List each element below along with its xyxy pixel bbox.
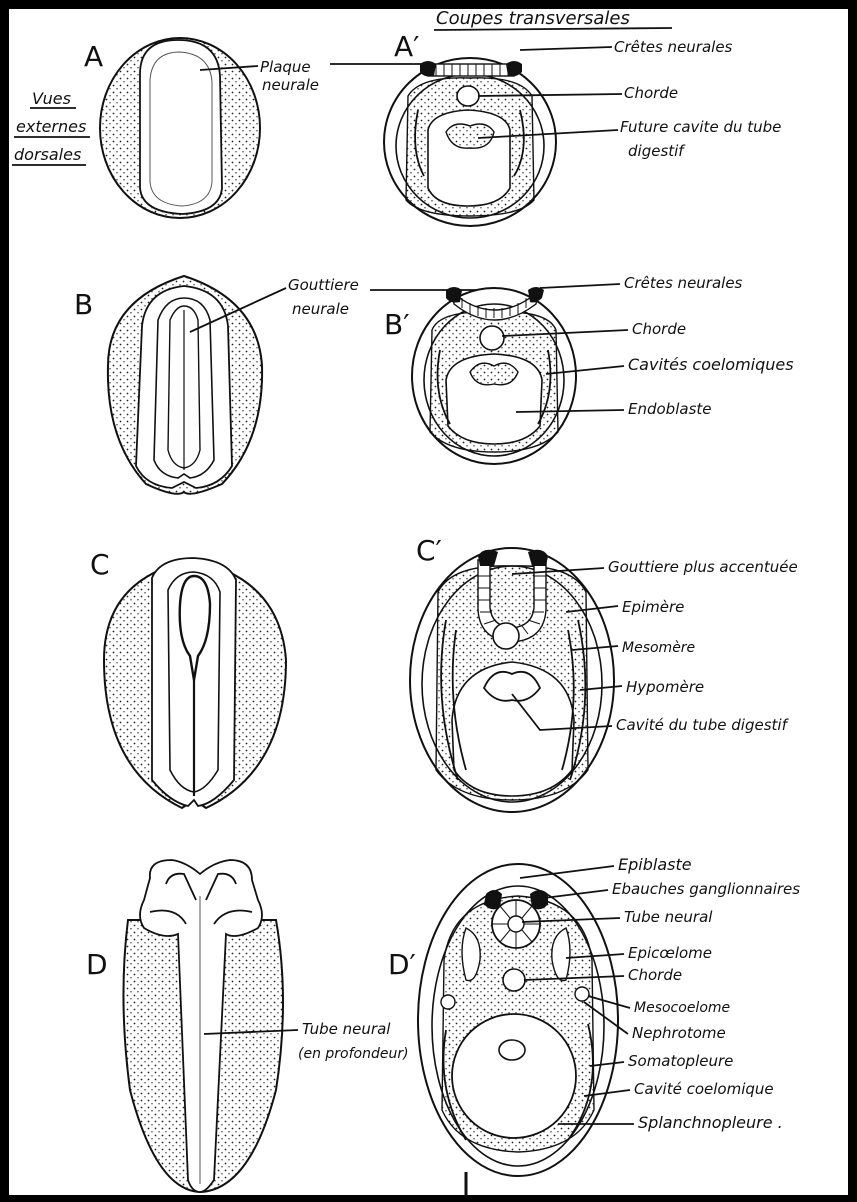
section-C-prime <box>410 548 614 812</box>
figure-letter-A-prime: A′ <box>394 30 420 63</box>
label-C-hypomere: Hypomère <box>626 678 704 696</box>
label-tube-neural-prof-2: (en profondeur) <box>298 1046 409 1062</box>
label-B-chorde: Chorde <box>632 320 686 338</box>
label-D-ebauches: Ebauches ganglionnaires <box>612 880 800 898</box>
figure-letter-C-prime: C′ <box>416 534 442 567</box>
embryo-A-dorsal-view <box>100 38 260 218</box>
label-D-cavite-coelomique: Cavité coelomique <box>634 1080 774 1098</box>
label-D-chorde: Chorde <box>628 966 682 984</box>
embryo-D-dorsal-view <box>123 860 283 1192</box>
side-caption-line-1: Vues <box>32 89 71 108</box>
section-B-prime <box>412 287 576 464</box>
label-C-mesomere: Mesomère <box>622 640 695 656</box>
figure-letter-D-prime: D′ <box>388 948 416 981</box>
label-A-cretes: Crêtes neurales <box>614 38 733 56</box>
label-D-tube-neural: Tube neural <box>624 908 713 926</box>
label-plaque-neurale-1: Plaque <box>260 58 311 76</box>
label-B-endoblaste: Endoblaste <box>628 400 712 418</box>
side-caption: Vues externes dorsales <box>12 89 90 165</box>
label-C-gouttiere: Gouttiere plus accentuée <box>608 558 798 576</box>
section-D-prime <box>418 864 618 1176</box>
label-D-somatopleure: Somatopleure <box>628 1052 733 1070</box>
figure-letter-B-prime: B′ <box>384 308 410 341</box>
label-D-epicoelome: Epicœlome <box>628 944 712 962</box>
leader-plaque-neurale-Aprime <box>330 64 432 72</box>
label-D-epiblaste: Epiblaste <box>618 855 692 874</box>
figure-letter-A: A <box>84 40 103 73</box>
sections-title: Coupes transversales <box>436 8 630 29</box>
embryo-C-dorsal-view <box>104 558 286 808</box>
side-caption-line-2: externes <box>16 117 86 136</box>
label-D-mesocoelome: Mesocoelome <box>634 1000 730 1016</box>
figure-letter-C: C <box>90 548 110 581</box>
label-B-cavites: Cavités coelomiques <box>628 355 794 374</box>
label-D-nephrotome: Nephrotome <box>632 1024 726 1042</box>
label-A-future-cavite-1: Future cavite du tube <box>620 118 781 136</box>
label-C-epimere: Epimère <box>622 598 684 616</box>
label-A-future-cavite-2: digestif <box>628 142 686 160</box>
section-A-prime <box>384 58 556 226</box>
side-caption-line-3: dorsales <box>14 145 81 164</box>
label-D-splanchnopleure: Splanchnopleure . <box>638 1113 783 1132</box>
label-C-cavite-tube: Cavité du tube digestif <box>616 716 790 734</box>
label-tube-neural-prof-1: Tube neural <box>302 1020 391 1038</box>
label-plaque-neurale-2: neurale <box>262 76 319 94</box>
label-A-chorde: Chorde <box>624 84 678 102</box>
label-gouttiere-neurale-2: neurale <box>292 300 349 318</box>
figure-letter-D: D <box>86 948 108 981</box>
figure-letter-B: B <box>74 288 93 321</box>
label-gouttiere-neurale-1: Gouttiere <box>288 276 359 294</box>
label-B-cretes: Crêtes neurales <box>624 274 743 292</box>
